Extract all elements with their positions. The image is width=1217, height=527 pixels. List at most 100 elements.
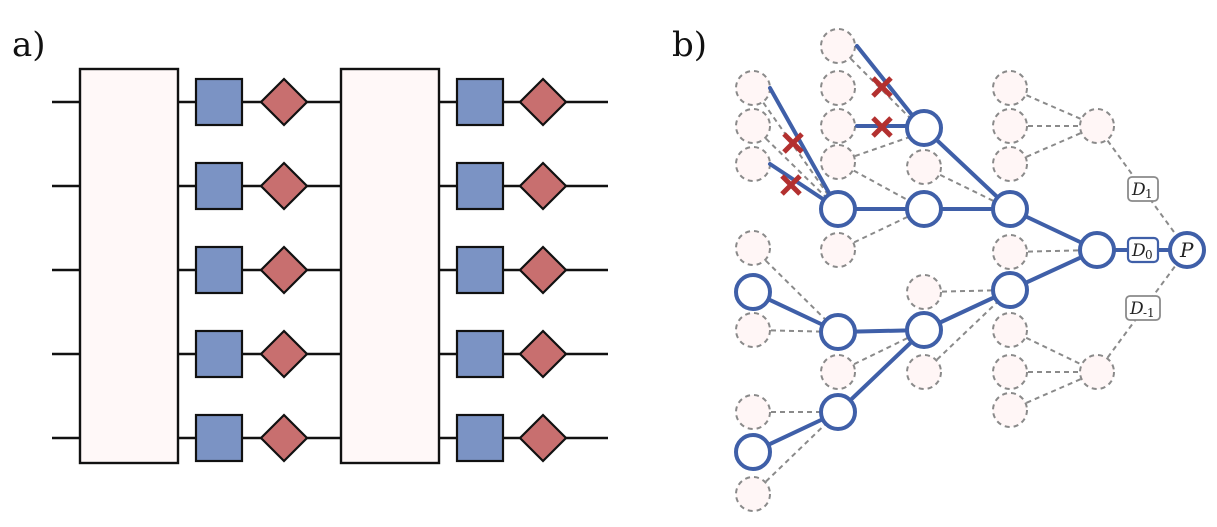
active-node: [991, 190, 1029, 228]
square-gate: [194, 413, 244, 463]
entangling-block-1: [78, 67, 180, 465]
pruned-node: [992, 234, 1028, 270]
active-edge: [768, 86, 840, 211]
pruned-node: [992, 70, 1028, 106]
square-gate: [194, 161, 244, 211]
pruned-node: [906, 274, 942, 310]
label-d-zero-base: D: [1131, 241, 1146, 261]
diamond-gate: [259, 161, 309, 211]
diamond-gate: [518, 161, 568, 211]
diamond-gate: [259, 77, 309, 127]
single-qubit-gates-layer-1: [194, 77, 309, 463]
label-d-plus-base: D: [1131, 180, 1146, 200]
label-p: P: [1179, 238, 1194, 262]
label-d-plus: D 1: [1127, 176, 1159, 202]
label-d-plus-box: [1127, 176, 1159, 202]
pruned-nodes: [735, 28, 1115, 512]
pruned-edges: [752, 45, 1188, 495]
square-gate: [455, 413, 505, 463]
pruned-node: [735, 394, 771, 430]
label-d-zero-box: [1126, 236, 1160, 264]
square-gate: [455, 161, 505, 211]
diamond-gate: [518, 77, 568, 127]
active-edges: [751, 44, 1189, 454]
square-gate: [455, 245, 505, 295]
active-nodes: [734, 109, 1206, 471]
pruned-node: [906, 354, 942, 390]
panel-b: b): [672, 25, 1206, 512]
pruned-node: [820, 108, 856, 144]
diamond-gate: [518, 329, 568, 379]
label-d-zero: D 0: [1126, 236, 1160, 264]
active-node: [819, 393, 857, 431]
root-node-p: [1168, 231, 1206, 269]
pruned-node: [820, 354, 856, 390]
diamond-gate: [259, 413, 309, 463]
pruned-edge: [752, 125, 839, 210]
pruned-node: [735, 70, 771, 106]
active-node: [734, 273, 772, 311]
pruned-edge: [752, 411, 839, 495]
pruned-node: [735, 312, 771, 348]
pruned-node: [1079, 354, 1115, 390]
prune-cross-icon: [871, 116, 893, 138]
active-node: [734, 433, 772, 471]
pruned-node: [820, 28, 856, 64]
active-node: [905, 109, 943, 147]
square-gate: [194, 329, 244, 379]
square-gate: [455, 77, 505, 127]
pruned-node: [735, 230, 771, 266]
active-node: [905, 190, 943, 228]
pruned-node: [820, 144, 856, 180]
pruned-node: [992, 146, 1028, 182]
panel-b-label: b): [672, 25, 707, 65]
panel-a-label: a): [12, 25, 46, 65]
pruned-edge: [837, 208, 925, 251]
square-gate: [194, 77, 244, 127]
diamond-gate: [259, 329, 309, 379]
label-d-minus-sub: -1: [1143, 306, 1155, 320]
pruned-edge: [923, 166, 1011, 210]
entangling-block-2: [339, 67, 441, 465]
label-d-minus: D -1: [1125, 295, 1161, 321]
prune-cross-icon: [871, 76, 893, 98]
square-gate: [194, 245, 244, 295]
label-d-minus-base: D: [1129, 299, 1144, 319]
pruned-node: [820, 232, 856, 268]
pruned-edge: [923, 289, 1011, 373]
pruned-node: [992, 392, 1028, 428]
prune-cross-icon: [782, 132, 804, 154]
tree-labels: D 1 D 0 D -1 P: [1125, 176, 1194, 321]
active-node: [819, 313, 857, 351]
active-node: [819, 190, 857, 228]
diamond-gate: [259, 245, 309, 295]
diamond-gate: [518, 413, 568, 463]
active-node: [991, 271, 1029, 309]
square-gate: [455, 329, 505, 379]
label-d-zero-sub: 0: [1145, 248, 1153, 262]
active-edge: [836, 328, 926, 414]
active-edge: [922, 126, 1012, 211]
prune-cross-icon: [780, 174, 802, 196]
pruned-node: [735, 146, 771, 182]
pruned-node: [820, 70, 856, 106]
pruned-edge: [752, 247, 839, 333]
pruned-node: [992, 354, 1028, 390]
pruned-node: [735, 108, 771, 144]
pruned-node: [992, 108, 1028, 144]
pruned-edge: [1009, 87, 1098, 127]
active-node: [1078, 231, 1116, 269]
pruned-node: [1079, 108, 1115, 144]
diamond-gate: [518, 245, 568, 295]
active-node: [905, 311, 943, 349]
pruned-edge: [1009, 371, 1098, 411]
prune-crosses: [780, 76, 893, 196]
single-qubit-gates-layer-2: [455, 77, 568, 463]
panel-a: a): [12, 25, 608, 465]
pruned-edge: [837, 329, 925, 373]
pruned-node: [906, 149, 942, 185]
label-d-minus-box: [1125, 295, 1161, 321]
pruned-edge: [1009, 125, 1098, 165]
pruned-node: [735, 476, 771, 512]
